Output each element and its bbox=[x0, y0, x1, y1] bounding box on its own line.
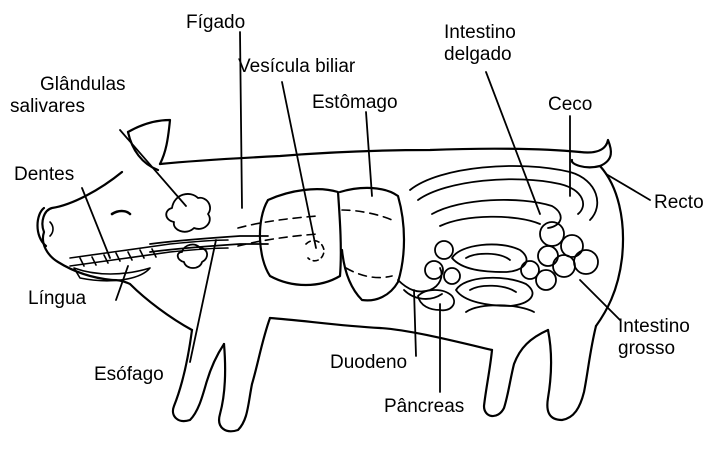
label-estomago: Estômago bbox=[312, 92, 398, 114]
label-glandulas-line2: salivares bbox=[10, 96, 126, 118]
label-figado: Fígado bbox=[186, 12, 245, 34]
label-pancreas: Pâncreas bbox=[384, 396, 464, 418]
label-intestino-delgado-line1: Intestino bbox=[444, 22, 516, 44]
label-intestino-delgado: Intestino delgado bbox=[444, 22, 516, 66]
label-glandulas-line1: Glândulas bbox=[10, 74, 126, 96]
label-intestino-grosso-line2: grosso bbox=[618, 338, 690, 360]
liver-shape bbox=[238, 189, 341, 285]
label-esofago: Esófago bbox=[94, 364, 164, 386]
salivary-glands-shape bbox=[166, 194, 210, 268]
label-intestino-delgado-line2: delgado bbox=[444, 44, 516, 66]
label-dentes: Dentes bbox=[14, 164, 74, 186]
label-lingua: Língua bbox=[28, 288, 86, 310]
label-ceco: Ceco bbox=[548, 94, 592, 116]
label-recto: Recto bbox=[654, 192, 704, 214]
label-intestino-grosso-line1: Intestino bbox=[618, 316, 690, 338]
stomach-shape bbox=[340, 188, 404, 300]
label-glandulas-salivares: Glândulas salivares bbox=[10, 74, 126, 118]
label-duodeno: Duodeno bbox=[330, 352, 407, 374]
label-vesicula-biliar: Vesícula biliar bbox=[238, 56, 355, 78]
label-intestino-grosso: Intestino grosso bbox=[618, 316, 690, 360]
